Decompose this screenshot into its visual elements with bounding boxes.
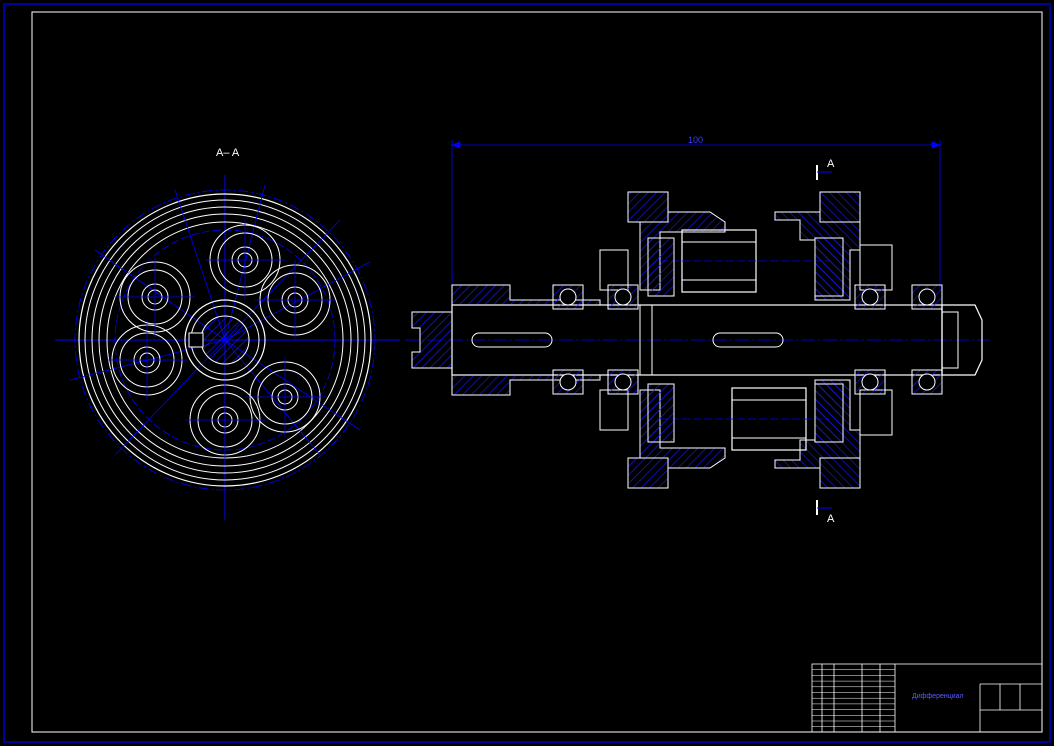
outer-frame	[3, 3, 1051, 743]
title-block-name: Дифференциал	[912, 693, 964, 700]
title-block	[811, 663, 1043, 733]
main-section-view	[405, 140, 990, 515]
section-view-a-a	[55, 175, 400, 520]
dimension-length-label: 100	[688, 135, 704, 145]
section-mark-bottom: A	[827, 513, 835, 525]
section-mark-top: A	[827, 158, 835, 170]
section-title: A– A	[216, 147, 240, 159]
inner-frame	[31, 11, 1043, 733]
